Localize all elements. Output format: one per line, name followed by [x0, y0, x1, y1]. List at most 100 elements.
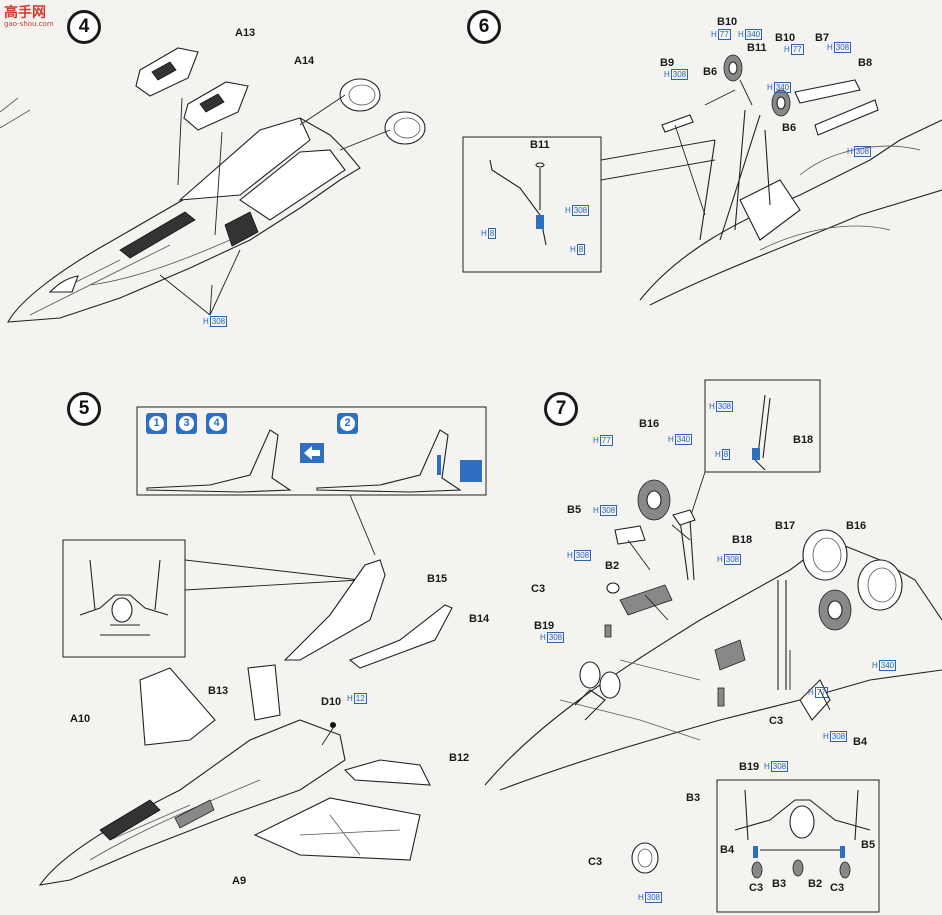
label-b15: B15	[427, 573, 448, 585]
nose-wheel-left	[579, 661, 601, 689]
label-c3-bottom: C3	[588, 856, 603, 868]
fin-b15	[283, 559, 386, 661]
label-b14: B14	[469, 613, 490, 625]
engine-upper	[802, 529, 848, 581]
part-b19-bottom	[717, 687, 725, 707]
label-a14: A14	[294, 55, 315, 67]
step7-drawing	[484, 379, 942, 913]
engine-lower	[857, 559, 903, 611]
label-b11-top: B11	[747, 42, 767, 54]
label-front-b4: B4	[720, 844, 735, 856]
option-marker-4: 4	[206, 413, 227, 434]
step7-fuselage	[484, 539, 942, 791]
step-7-number: 7	[544, 392, 578, 426]
b11-strut-inset	[489, 159, 547, 246]
label-front-b2: B2	[808, 878, 823, 890]
wing-a9	[253, 797, 421, 861]
step5-drawing	[38, 406, 487, 886]
label-front-c3-right: C3	[830, 882, 845, 894]
nozzle-top	[339, 78, 381, 112]
label-b10-right: B10	[775, 32, 796, 44]
label-b11-inset: B11	[530, 139, 550, 151]
label-a13: A13	[235, 27, 256, 39]
label-b5: B5	[567, 504, 582, 516]
label-b7: B7	[815, 32, 830, 44]
label-b12: B12	[449, 752, 470, 764]
label-b6-top: B6	[703, 66, 718, 78]
step4-rear-cockpit-opening	[224, 211, 259, 247]
label-a9: A9	[232, 875, 247, 887]
door-b9	[661, 114, 694, 133]
label-b13: B13	[208, 685, 229, 697]
label-front-b3: B3	[772, 878, 787, 890]
step7-front-plane	[734, 789, 871, 851]
step7-inset-frame	[704, 379, 821, 473]
step6-inset-frame	[462, 136, 602, 273]
option-plane-right	[316, 429, 462, 493]
label-b18-inset: B18	[793, 434, 814, 446]
label-b8: B8	[858, 57, 873, 69]
label-b6-bottom: B6	[782, 122, 797, 134]
nose-wheel-right	[599, 671, 621, 699]
label-b16-top: B16	[639, 418, 660, 430]
option-plane-left	[146, 429, 292, 493]
label-b19-bottom: B19	[739, 761, 760, 773]
step4-fuselage	[7, 117, 361, 323]
step-5-number: 5	[67, 392, 101, 426]
step4-intake-hump	[239, 149, 346, 221]
step7-front-view-frame	[716, 779, 880, 913]
step5-cockpit	[99, 799, 161, 841]
label-b17: B17	[775, 520, 796, 532]
part-c3-top	[606, 582, 620, 594]
option-marker-2: 2	[337, 413, 358, 434]
step6-fuselage	[639, 119, 942, 306]
step4-arrows	[159, 94, 391, 316]
b18-strut-inset	[754, 394, 771, 471]
stabilizer-b12	[343, 759, 431, 786]
fin-b13	[247, 664, 281, 721]
step-4-number: 4	[67, 10, 101, 44]
step5-fuselage	[38, 719, 346, 886]
step6-bay	[739, 179, 801, 241]
step3-remnant	[0, 97, 31, 129]
part-b2	[619, 584, 673, 616]
step5-option-frame	[136, 406, 487, 496]
option-marker-1: 1	[146, 413, 167, 434]
step6-drawing	[462, 54, 942, 306]
b18-strut	[679, 519, 695, 581]
label-b4: B4	[853, 736, 868, 748]
watermark-logo-text: 高手网	[4, 5, 46, 21]
label-front-b5: B5	[861, 839, 876, 851]
fin-b14	[348, 604, 453, 669]
label-b19-top: B19	[534, 620, 555, 632]
step4-nose-detail	[48, 275, 79, 293]
watermark-url: gao-shou.com	[4, 20, 54, 28]
label-b2: B2	[605, 560, 620, 572]
watermark-logo: 高手网 gao-shou.com	[4, 6, 54, 28]
step4-spine	[178, 117, 311, 201]
part-c3-bottom	[631, 842, 659, 874]
part-b3	[714, 639, 746, 671]
label-c3-mid: C3	[769, 715, 784, 727]
